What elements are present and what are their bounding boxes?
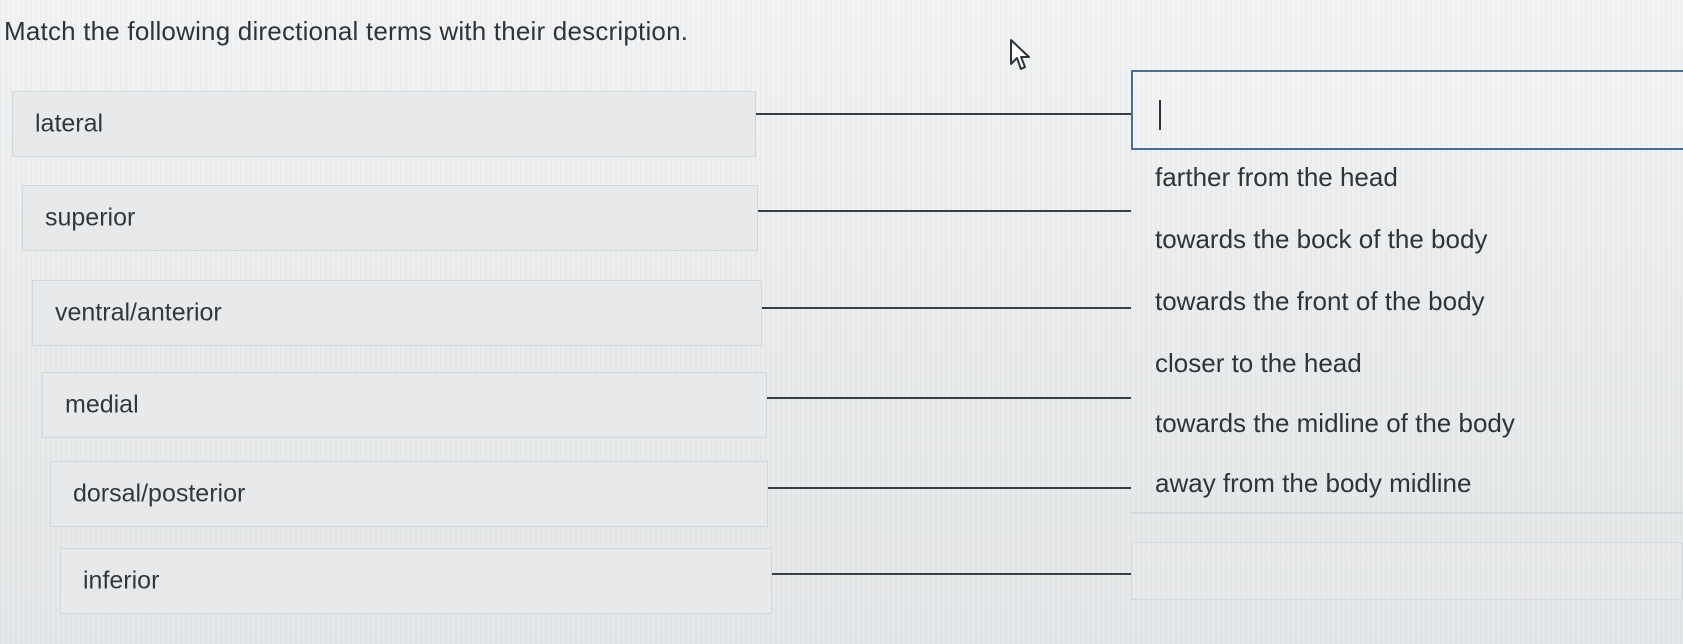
text-caret xyxy=(1159,100,1161,130)
term-label: lateral xyxy=(35,109,104,138)
connector-line xyxy=(772,573,1131,575)
option-towards-midline[interactable]: towards the midline of the body xyxy=(1155,408,1515,438)
option-farther-from-head[interactable]: farther from the head xyxy=(1155,162,1398,192)
term-label: ventral/anterior xyxy=(55,298,222,327)
connector-line xyxy=(768,487,1131,489)
option-towards-back[interactable]: towards the bock of the body xyxy=(1155,224,1488,254)
connector-line xyxy=(762,307,1131,309)
answer-drop-zone[interactable] xyxy=(1131,70,1683,150)
question-text: Match the following directional terms wi… xyxy=(4,16,689,46)
mouse-pointer-icon xyxy=(1010,39,1030,70)
answer-options-list: farther from the head towards the bock o… xyxy=(1131,150,1683,514)
term-ventral-anterior[interactable]: ventral/anterior xyxy=(32,280,762,346)
empty-answer-slot[interactable] xyxy=(1131,542,1683,600)
term-dorsal-posterior[interactable]: dorsal/posterior xyxy=(50,461,768,527)
term-label: superior xyxy=(45,203,136,232)
term-label: dorsal/posterior xyxy=(73,479,246,508)
connector-line xyxy=(758,210,1131,212)
connector-line xyxy=(767,397,1131,399)
option-closer-to-head[interactable]: closer to the head xyxy=(1155,348,1362,378)
term-superior[interactable]: superior xyxy=(22,185,758,251)
connector-line xyxy=(756,113,1131,115)
term-label: medial xyxy=(65,390,139,419)
term-label: inferior xyxy=(83,566,160,595)
term-lateral[interactable]: lateral xyxy=(12,91,756,157)
term-medial[interactable]: medial xyxy=(42,372,767,438)
term-inferior[interactable]: inferior xyxy=(60,548,772,614)
option-away-from-midline[interactable]: away from the body midline xyxy=(1155,468,1472,498)
option-towards-front[interactable]: towards the front of the body xyxy=(1155,286,1485,316)
